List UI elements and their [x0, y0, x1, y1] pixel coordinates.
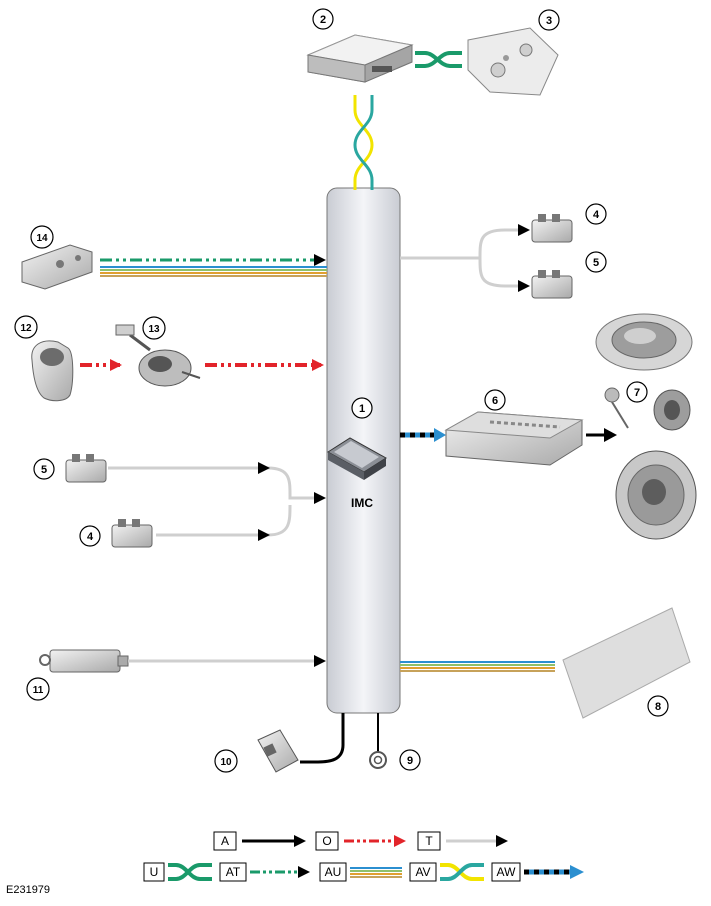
- svg-text:10: 10: [220, 757, 232, 768]
- svg-text:13: 13: [148, 324, 160, 335]
- component-11-antenna: [39, 649, 129, 673]
- component-3-module: [467, 27, 559, 96]
- callout-10: 10: [214, 749, 238, 773]
- component-9-ground-icon: [369, 751, 387, 769]
- twisted-pair-top: [353, 95, 374, 190]
- callout-12: 12: [14, 315, 38, 339]
- svg-text:5: 5: [41, 464, 47, 476]
- svg-text:3: 3: [546, 15, 552, 27]
- arrow-left-4: [258, 529, 270, 541]
- svg-text:U: U: [150, 865, 159, 879]
- legend-at: AT: [219, 862, 310, 882]
- callout-2: 2: [312, 8, 334, 30]
- svg-text:6: 6: [492, 395, 498, 407]
- svg-text:AV: AV: [415, 865, 430, 879]
- svg-text:AW: AW: [497, 865, 517, 879]
- component-12-switch: [31, 340, 74, 402]
- callout-9: 9: [399, 749, 421, 771]
- arrow-right-4: [518, 224, 530, 236]
- component-2-module: [306, 34, 414, 83]
- component-14-connector: [21, 244, 93, 290]
- component-8-panel: [562, 607, 691, 719]
- svg-text:12: 12: [20, 323, 32, 334]
- svg-text:2: 2: [320, 14, 326, 26]
- svg-text:T: T: [425, 834, 433, 848]
- legend-a: A: [213, 831, 306, 851]
- legend-au: AU: [319, 862, 402, 882]
- callout-7: 7: [626, 381, 648, 403]
- svg-text:14: 14: [36, 233, 48, 244]
- callout-14: 14: [30, 225, 54, 249]
- arrow-11: [314, 655, 326, 667]
- component-6-amplifier: [444, 411, 584, 466]
- arrow-14: [314, 254, 326, 266]
- callout-13: 13: [142, 316, 166, 340]
- legend-av: AV: [409, 862, 484, 882]
- imc-label: IMC: [351, 496, 373, 510]
- component-13-clockspring: [115, 324, 201, 387]
- component-7-speakers: [595, 313, 697, 540]
- legend-aw: AW: [491, 862, 584, 882]
- callout-11: 11: [26, 677, 50, 701]
- callout-4-left: 4: [79, 525, 101, 547]
- component-5-right-connector: [531, 270, 573, 299]
- callout-8: 8: [647, 695, 669, 717]
- svg-text:O: O: [322, 834, 331, 848]
- bundle-14: [100, 258, 327, 277]
- arrow-6-7: [604, 428, 617, 442]
- svg-text:7: 7: [634, 387, 640, 399]
- callout-6: 6: [484, 389, 506, 411]
- arrow-left-imc: [314, 492, 326, 504]
- component-4-left-connector: [111, 519, 153, 548]
- legend-u: U: [143, 862, 212, 882]
- svg-text:8: 8: [655, 701, 661, 713]
- component-5-left-connector: [65, 454, 107, 483]
- callout-3: 3: [538, 9, 560, 31]
- arrow-right-5: [518, 280, 530, 292]
- bundle-8: [400, 661, 555, 672]
- arrow-left-5: [258, 462, 270, 474]
- callout-4-right: 4: [585, 203, 607, 225]
- component-4-right-connector: [531, 214, 573, 243]
- callout-1: 1: [351, 397, 373, 419]
- svg-text:AU: AU: [325, 865, 342, 879]
- imc-chip-icon: [327, 437, 387, 480]
- aw-line-imc-6: [400, 428, 446, 442]
- diagram-id: E231979: [6, 884, 50, 896]
- callout-5-right: 5: [585, 251, 607, 273]
- gray-fork-right: [400, 228, 520, 288]
- legend: A O T U AT: [143, 831, 584, 882]
- component-10-fuse: [257, 729, 299, 773]
- svg-text:4: 4: [87, 531, 94, 543]
- black-wire-10: [300, 713, 345, 764]
- svg-text:AT: AT: [226, 865, 241, 879]
- svg-text:9: 9: [407, 755, 413, 767]
- svg-text:11: 11: [33, 685, 44, 696]
- twisted-pair-2-3: [415, 51, 462, 68]
- legend-o: O: [315, 831, 406, 851]
- svg-text:1: 1: [359, 403, 365, 415]
- svg-text:4: 4: [593, 209, 600, 221]
- callout-5-left: 5: [33, 458, 55, 480]
- svg-text:5: 5: [593, 257, 599, 269]
- svg-text:A: A: [221, 834, 229, 848]
- legend-t: T: [417, 831, 508, 851]
